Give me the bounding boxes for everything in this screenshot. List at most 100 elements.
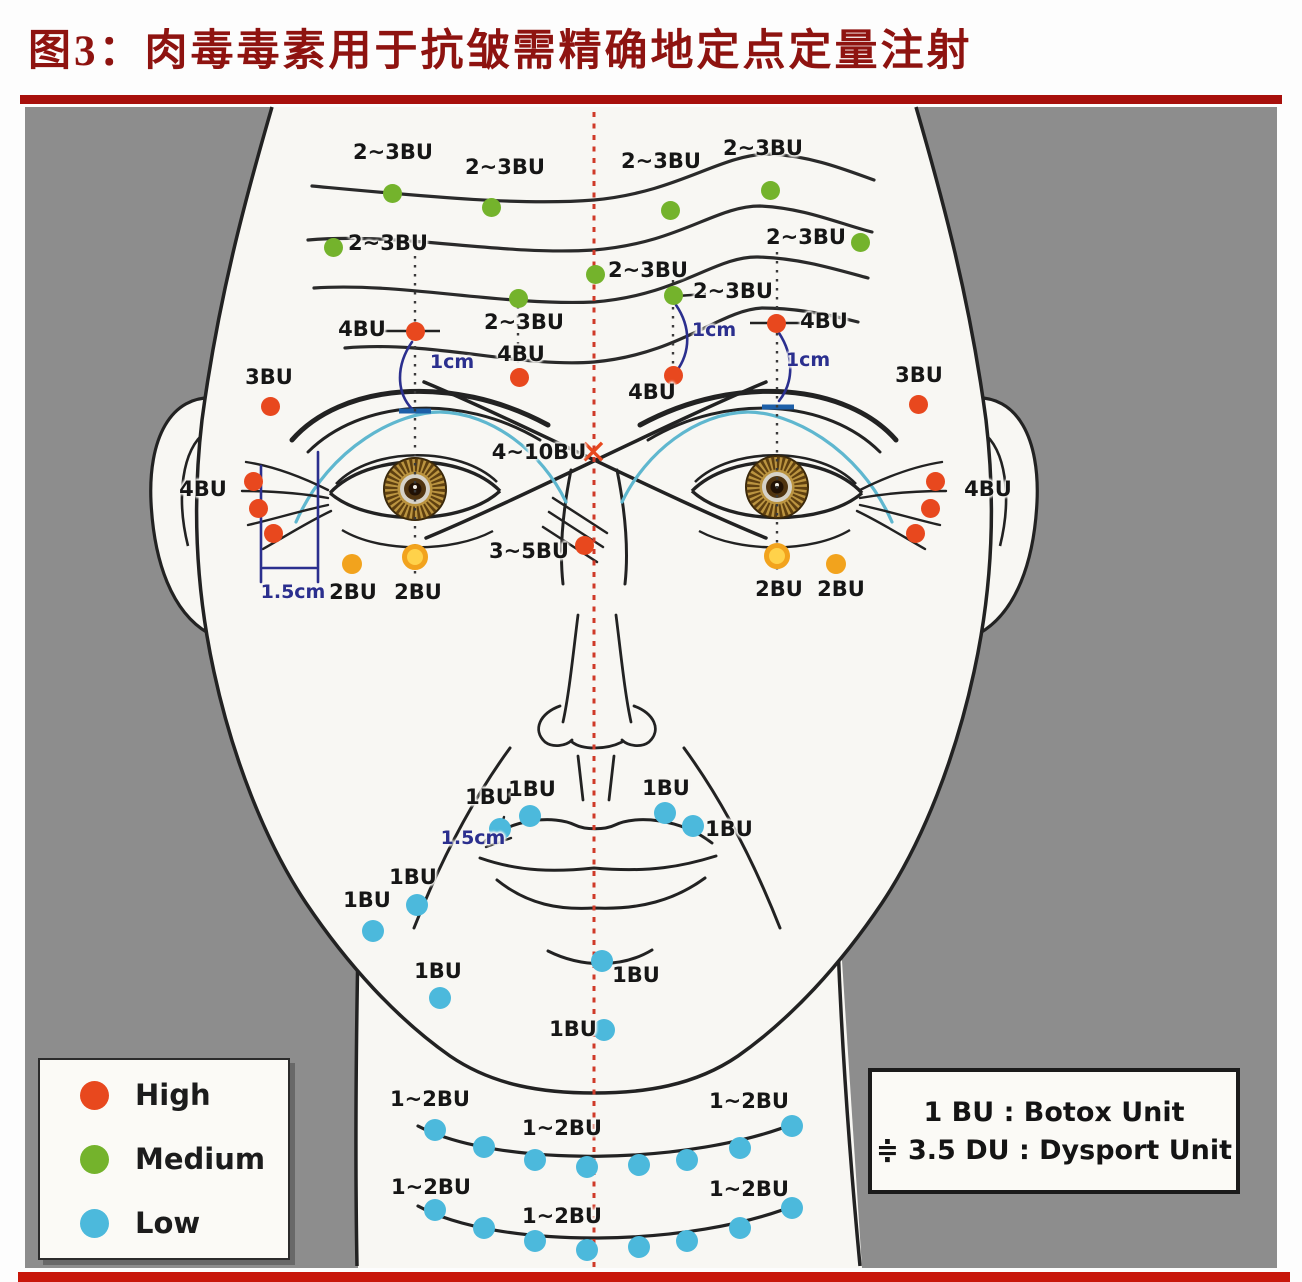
dose-label: 2BU <box>755 577 803 601</box>
injection-point <box>781 1197 803 1219</box>
dose-label: 1BU <box>343 888 391 912</box>
dose-label: 1~2BU <box>709 1089 789 1113</box>
injection-point <box>676 1230 698 1252</box>
measure-label: 1cm <box>785 349 831 371</box>
legend-dot-low <box>80 1208 109 1238</box>
injection-point <box>764 543 790 569</box>
injection-point <box>263 523 283 543</box>
injection-point <box>473 1217 495 1239</box>
injection-point <box>905 523 925 543</box>
injection-point <box>628 1154 650 1176</box>
forehead-lines <box>306 152 876 365</box>
injection-point <box>576 1156 598 1178</box>
bottom-rule <box>18 1272 1290 1282</box>
injection-point <box>654 802 676 824</box>
dose-label: 2BU <box>817 577 865 601</box>
dose-label: 2~3BU <box>465 155 545 179</box>
dose-label: 4BU <box>497 342 545 366</box>
dose-label: 1BU <box>612 963 660 987</box>
title-rule <box>20 95 1282 104</box>
dose-label: 2~3BU <box>766 225 846 249</box>
dose-label: 4BU <box>338 317 386 341</box>
unit-note-box: 1 BU : Botox Unit ≑ 3.5 DU : Dysport Uni… <box>868 1068 1240 1194</box>
measure-label: 1.5cm <box>440 827 506 849</box>
legend-label-low: Low <box>135 1206 201 1240</box>
injection-point <box>676 1149 698 1171</box>
injection-point <box>925 471 945 491</box>
dose-label: 3~5BU <box>489 539 569 563</box>
injection-point <box>908 394 928 414</box>
injection-point <box>766 313 786 333</box>
injection-point <box>362 920 384 942</box>
dose-label: 2~3BU <box>608 258 688 282</box>
dose-label: 1~2BU <box>391 1175 471 1199</box>
legend-dot-high <box>80 1080 109 1110</box>
dose-label: 4BU <box>628 380 676 404</box>
dose-label: 4~10BU <box>491 440 587 464</box>
injection-point <box>260 396 280 416</box>
injection-point <box>682 815 704 837</box>
injection-point <box>593 1019 615 1041</box>
injection-point <box>509 367 529 387</box>
dose-label: 1BU <box>642 776 690 800</box>
crows-feet-lines <box>240 460 948 551</box>
dose-label: 1~2BU <box>522 1116 602 1140</box>
injection-point <box>628 1236 650 1258</box>
dose-label: 1~2BU <box>390 1087 470 1111</box>
brow-guide-arcs <box>294 410 894 524</box>
legend-item-medium: Medium <box>80 1142 288 1176</box>
dose-label: 1BU <box>508 777 556 801</box>
figure-title: 图3：肉毒毒素用于抗皱需精确地定点定量注射 <box>28 28 973 75</box>
dose-label: 2~3BU <box>348 231 428 255</box>
dose-label: 1BU <box>549 1017 597 1041</box>
dose-label: 4BU <box>964 477 1012 501</box>
injection-point <box>591 950 613 972</box>
dose-label: 4BU <box>179 477 227 501</box>
left-eye <box>328 453 502 549</box>
dose-label: 3BU <box>895 363 943 387</box>
injection-point <box>574 535 594 555</box>
injection-point <box>663 365 683 385</box>
dose-label: 2~3BU <box>353 140 433 164</box>
injection-point <box>524 1149 546 1171</box>
injection-point <box>323 237 343 257</box>
injection-point <box>826 554 846 574</box>
legend-item-low: Low <box>80 1206 288 1240</box>
injection-point <box>424 1119 446 1141</box>
injection-point <box>424 1199 446 1221</box>
injection-point <box>585 264 605 284</box>
dose-label: 2BU <box>329 580 377 604</box>
measure-label: 1cm <box>691 319 737 341</box>
injection-point <box>489 818 511 840</box>
dose-label: 2~3BU <box>621 149 701 173</box>
legend-label-medium: Medium <box>135 1142 266 1176</box>
dose-label: 4BU <box>800 309 848 333</box>
injection-point <box>402 544 428 570</box>
injection-point <box>663 285 683 305</box>
dose-label: 2~3BU <box>693 279 773 303</box>
injection-point <box>729 1137 751 1159</box>
dose-label: 1~2BU <box>709 1177 789 1201</box>
injection-point <box>481 197 501 217</box>
measure-label: 1cm <box>429 351 475 373</box>
injection-point <box>760 180 780 200</box>
injection-point: ✕ <box>579 433 608 473</box>
injection-point <box>406 894 428 916</box>
injection-point <box>248 498 268 518</box>
injection-point <box>850 232 870 252</box>
neck-lines <box>416 1120 800 1240</box>
injection-point <box>660 200 680 220</box>
dose-label: 1~2BU <box>522 1204 602 1228</box>
injection-point <box>729 1217 751 1239</box>
injection-point <box>342 554 362 574</box>
injection-point <box>243 471 263 491</box>
unit-note-line2: ≑ 3.5 DU : Dysport Unit <box>875 1134 1233 1166</box>
injection-point <box>524 1230 546 1252</box>
dose-label: 1BU <box>705 817 753 841</box>
injection-point <box>429 987 451 1009</box>
injection-point <box>382 183 402 203</box>
